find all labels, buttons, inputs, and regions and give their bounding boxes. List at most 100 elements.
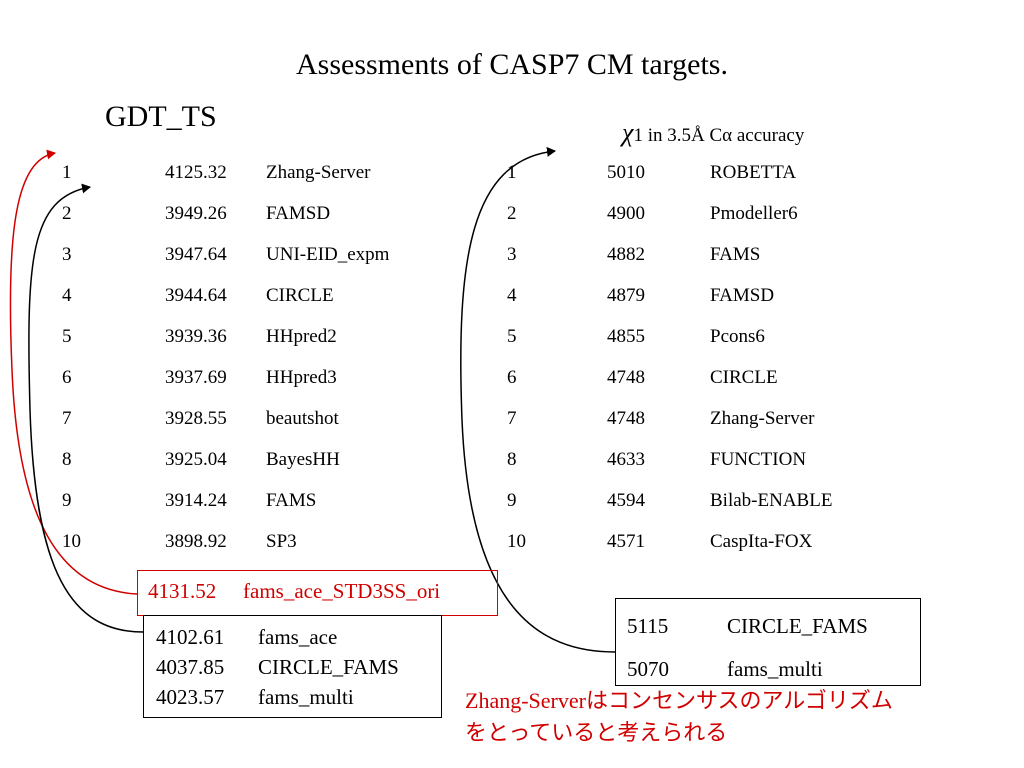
chi-name: ROBETTA [710,162,797,183]
gdt-name: FAMS [266,490,317,511]
note-line2: をとっていると考えられる [465,721,728,746]
gdt-score: 3949.26 [165,203,227,224]
gdt-name: UNI-EID_expm [266,244,390,265]
gdt-row: 5 3939.36 HHpred2 [62,322,462,352]
gdt-score: 3937.69 [165,367,227,388]
chi-score: 4748 [607,408,645,429]
chi-name: FAMSD [710,285,775,306]
gdt-rank: 3 [62,244,72,265]
gdt-rank: 6 [62,367,72,388]
gdt-row: 8 3925.04 BayesHH [62,445,462,475]
highlight-name: fams_ace_STD3SS_ori [243,579,441,603]
black-arrow-right-box-to-chi-top [460,146,616,653]
gdt-score: 3944.64 [165,285,227,306]
chi-score: 4879 [607,285,645,306]
chi-rank: 1 [507,162,517,183]
gdt-row: 2 3949.26 FAMSD [62,199,462,229]
chi-rank: 4 [507,285,517,306]
gdt-row: 9 3914.24 FAMS [62,486,462,516]
chi-row: 7 4748 Zhang-Server [507,404,907,434]
chi-rank: 5 [507,326,517,347]
chi-symbol: χ [622,118,634,147]
chi-name: CaspIta-FOX [710,531,813,552]
gdt-name: FAMSD [266,203,331,224]
chi-rank: 8 [507,449,517,470]
gdt-score: 3928.55 [165,408,227,429]
chi-subscript: 1 [633,125,643,146]
chi-rank: 10 [507,531,526,552]
chi-name: Pmodeller6 [710,203,798,224]
gdt-score: 3914.24 [165,490,227,511]
gdt-rank: 10 [62,531,81,552]
gdt-rank: 2 [62,203,72,224]
gdt-highlight-box: 4131.52 fams_ace_STD3SS_ori [137,570,498,616]
gdt-rank: 9 [62,490,72,511]
gdt-name: BayesHH [266,449,340,470]
gdt-name: Zhang-Server [266,162,371,183]
chi-score: 4633 [607,449,645,470]
chi-row: 1 5010 ROBETTA [507,158,907,188]
gdt-score: 3947.64 [165,244,227,265]
gdt-name: HHpred3 [266,367,337,388]
chi-score: 4900 [607,203,645,224]
chi-name: Bilab-ENABLE [710,490,833,511]
chi-name: CIRCLE [710,367,778,388]
chi-row: 3 4882 FAMS [507,240,907,270]
chi-rank: 6 [507,367,517,388]
slide-title: Assessments of CASP7 CM targets. [296,48,728,81]
gdt-rank: 5 [62,326,72,347]
chi-name: FAMS [710,244,761,265]
gdt-name: HHpred2 [266,326,337,347]
gdt-rank: 1 [62,162,72,183]
note-line1-rest: はコンセンサスのアルゴリズム [585,689,893,714]
chi-heading-text: in 3.5Å Cα accuracy [642,125,805,146]
note-server-name: Zhang-Server [465,688,586,713]
highlight-score: 4131.52 [148,579,217,603]
chi-row: 10 4571 CaspIta-FOX [507,527,907,557]
gdt-rank: 4 [62,285,72,306]
gdt-name: beautshot [266,408,339,429]
gdt-score: 3898.92 [165,531,227,552]
gdt-rank: 7 [62,408,72,429]
chi-row: 6 4748 CIRCLE [507,363,907,393]
chi-score: 4855 [607,326,645,347]
gdt-score: 3939.36 [165,326,227,347]
chi-accuracy-heading: χ1 in 3.5Å Cα accuracy [622,118,804,148]
gdt-name: CIRCLE [266,285,334,306]
black-arrow-left-box-to-gdt-top [28,183,144,633]
chi-score: 4882 [607,244,645,265]
gdt-ts-heading: GDT_TS [105,100,217,133]
japanese-note: Zhang-Serverはコンセンサスのアルゴリズム をとっていると考えられる [465,685,1005,750]
gdt-row: 3 3947.64 UNI-EID_expm [62,240,462,270]
chi-rank: 3 [507,244,517,265]
chi-row: 9 4594 Bilab-ENABLE [507,486,907,516]
chi-rank: 2 [507,203,517,224]
chi-row: 5 4855 Pcons6 [507,322,907,352]
chi-score: 4571 [607,531,645,552]
gdt-score: 4125.32 [165,162,227,183]
chi-score: 4748 [607,367,645,388]
chi-score: 5010 [607,162,645,183]
chi-name: Zhang-Server [710,408,815,429]
red-arrow-highlight-to-gdt-top [9,149,138,595]
gdt-row: 6 3937.69 HHpred3 [62,363,462,393]
gdt-score: 3925.04 [165,449,227,470]
chi-row: 4 4879 FAMSD [507,281,907,311]
chi-row: 2 4900 Pmodeller6 [507,199,907,229]
gdt-row: 7 3928.55 beautshot [62,404,462,434]
chi-score: 4594 [607,490,645,511]
chi-rank: 7 [507,408,517,429]
chi-name: Pcons6 [710,326,765,347]
chi-rank: 9 [507,490,517,511]
gdt-rank: 8 [62,449,72,470]
chi-name: FUNCTION [710,449,807,470]
